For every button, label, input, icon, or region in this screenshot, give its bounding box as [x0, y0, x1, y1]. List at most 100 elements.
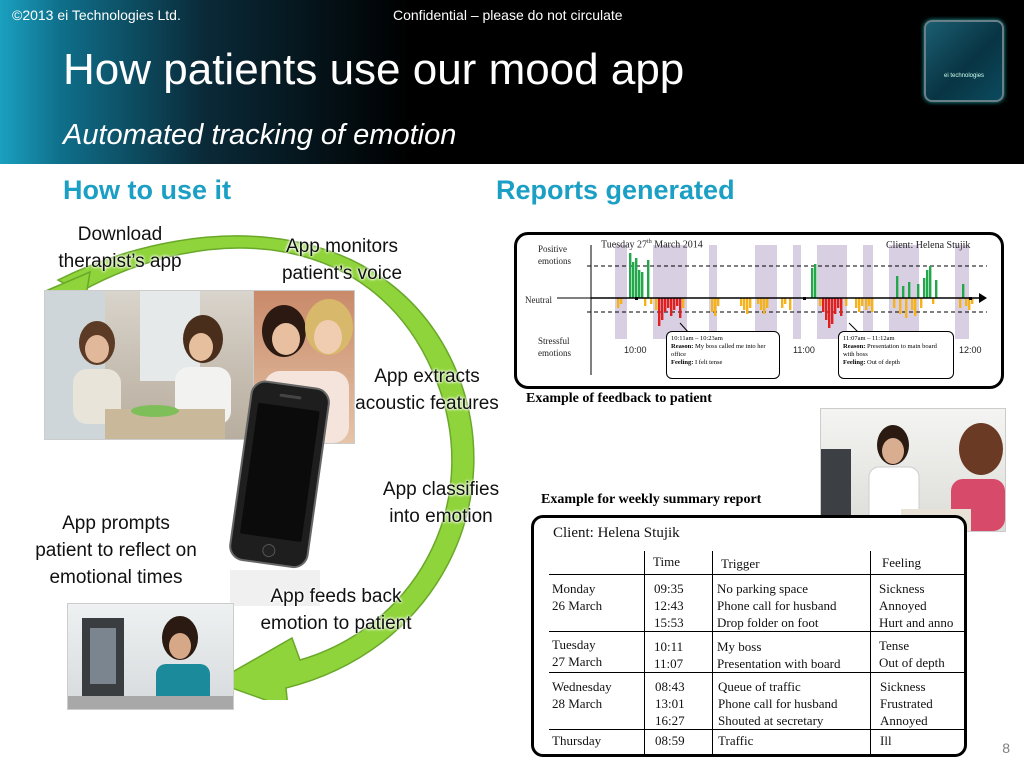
time-label-1100: 11:00	[793, 345, 815, 355]
phone-screen	[240, 402, 320, 542]
emotion-bar	[965, 298, 968, 306]
emotion-bar	[968, 298, 971, 310]
phone-home-button	[262, 544, 276, 558]
emotion-bar	[789, 298, 792, 310]
time-marker	[803, 297, 806, 300]
emotion-bar	[896, 276, 899, 298]
feedback-chart	[557, 245, 987, 375]
header-trigger: Trigger	[721, 556, 760, 571]
emotion-bar	[855, 298, 858, 308]
step-feedback: App feeds back emotion to patient	[260, 586, 412, 634]
photo-woman-computer	[67, 603, 234, 710]
emotion-bar	[834, 298, 837, 314]
emotion-bar	[620, 298, 623, 304]
emotion-bar	[871, 298, 874, 312]
emotion-bar	[914, 298, 917, 316]
table-row-time: 10:11 11:07	[654, 639, 684, 671]
table-row-trigger: No parking space Phone call for husband …	[717, 581, 837, 630]
page-subtitle: Automated tracking of emotion	[63, 119, 457, 151]
emotion-bar	[831, 298, 834, 324]
emotion-bar	[962, 284, 965, 298]
feedback-caption: Example of feedback to patient	[526, 391, 712, 406]
emotion-bar	[959, 298, 962, 308]
emotion-bar	[908, 282, 911, 298]
logo-text: ei technologies	[944, 73, 985, 79]
emotion-bar	[641, 272, 644, 298]
emotion-bar	[717, 298, 720, 306]
emotion-bar	[679, 298, 682, 318]
emotion-bar	[926, 270, 929, 298]
emotion-bar	[743, 298, 746, 310]
table-divider	[644, 551, 645, 754]
header-time: Time	[653, 554, 680, 569]
emotion-bar	[935, 280, 938, 298]
time-label-1200: 12:00	[959, 345, 982, 355]
emotion-bar	[819, 298, 822, 306]
emotion-bar	[635, 258, 638, 298]
confidential-text: Confidential – please do not circulate	[393, 7, 623, 23]
header-feeling: Feeling	[882, 555, 921, 570]
shaded-period	[817, 245, 847, 339]
step-classify: App classifies into emotion	[382, 479, 500, 527]
emotion-bar	[837, 298, 840, 308]
emotion-bar	[760, 298, 763, 310]
emotion-bar	[784, 298, 787, 304]
emotion-bar	[905, 298, 908, 318]
table-row-day: Wednesday 28 March	[552, 679, 612, 711]
how-to-use-heading: How to use it	[63, 175, 231, 205]
emotion-bar	[766, 298, 769, 308]
emotion-bar	[638, 270, 641, 298]
emotion-bar	[899, 298, 902, 314]
table-divider	[549, 631, 964, 632]
table-divider	[549, 729, 964, 730]
stressful-emotions-label: Stressful emotions	[538, 336, 571, 358]
photo-women-cafe-art	[45, 291, 231, 439]
emotion-bar	[814, 264, 817, 298]
step-prompt: App prompts patient to reflect on emotio…	[35, 513, 197, 588]
emotion-bar	[617, 298, 620, 308]
emotion-bar	[858, 298, 861, 312]
callout-1011: 10:11am – 10:23am Reason: My boss called…	[666, 331, 780, 379]
shaded-period	[709, 245, 717, 339]
photo-women-cafe	[44, 290, 258, 440]
photo-woman-computer-art	[68, 616, 233, 709]
emotion-bar	[632, 262, 635, 298]
shaded-period	[863, 245, 873, 339]
table-row-feeling: Ill	[880, 733, 892, 748]
table-row-day: Thursday	[552, 733, 602, 748]
weekly-caption: Example for weekly summary report	[541, 492, 762, 507]
table-row-trigger: Queue of traffic Phone call for husband …	[718, 679, 838, 728]
emotion-bar	[749, 298, 752, 308]
step-download: Download therapist’s app	[58, 224, 182, 272]
emotion-bar	[629, 253, 632, 298]
table-row-day: Monday 26 March	[552, 581, 603, 613]
emotion-bar	[825, 298, 828, 320]
table-row-day: Tuesday 27 March	[552, 637, 603, 669]
emotion-bar	[971, 298, 974, 304]
emotion-bar	[746, 298, 749, 314]
emotion-bar	[840, 298, 843, 316]
page-title: How patients use our mood app	[63, 45, 685, 94]
emotion-bar	[658, 298, 661, 326]
emotion-bar	[865, 298, 868, 310]
page-number: 8	[1002, 740, 1010, 756]
emotion-bar	[868, 298, 871, 306]
emotion-bar	[711, 298, 714, 312]
weekly-summary-table: Client: Helena Stujik Time Trigger Feeli…	[531, 515, 967, 757]
emotion-bar	[917, 284, 920, 298]
emotion-bar	[644, 298, 647, 306]
emotion-bar	[670, 298, 673, 316]
table-row-feeling: Tense Out of depth	[879, 638, 945, 670]
emotion-bar	[861, 298, 864, 306]
time-marker	[969, 297, 972, 300]
smartphone	[229, 380, 330, 606]
emotion-bar	[923, 278, 926, 298]
emotion-bar	[650, 298, 653, 304]
emotion-bar	[929, 266, 932, 298]
emotion-bar	[664, 298, 667, 312]
company-logo	[924, 20, 1004, 102]
shaded-period	[793, 245, 801, 339]
emotion-bar	[811, 268, 814, 298]
time-label-1000: 10:00	[624, 345, 647, 355]
table-row-time: 08:43 13:01 16:27	[655, 679, 685, 728]
